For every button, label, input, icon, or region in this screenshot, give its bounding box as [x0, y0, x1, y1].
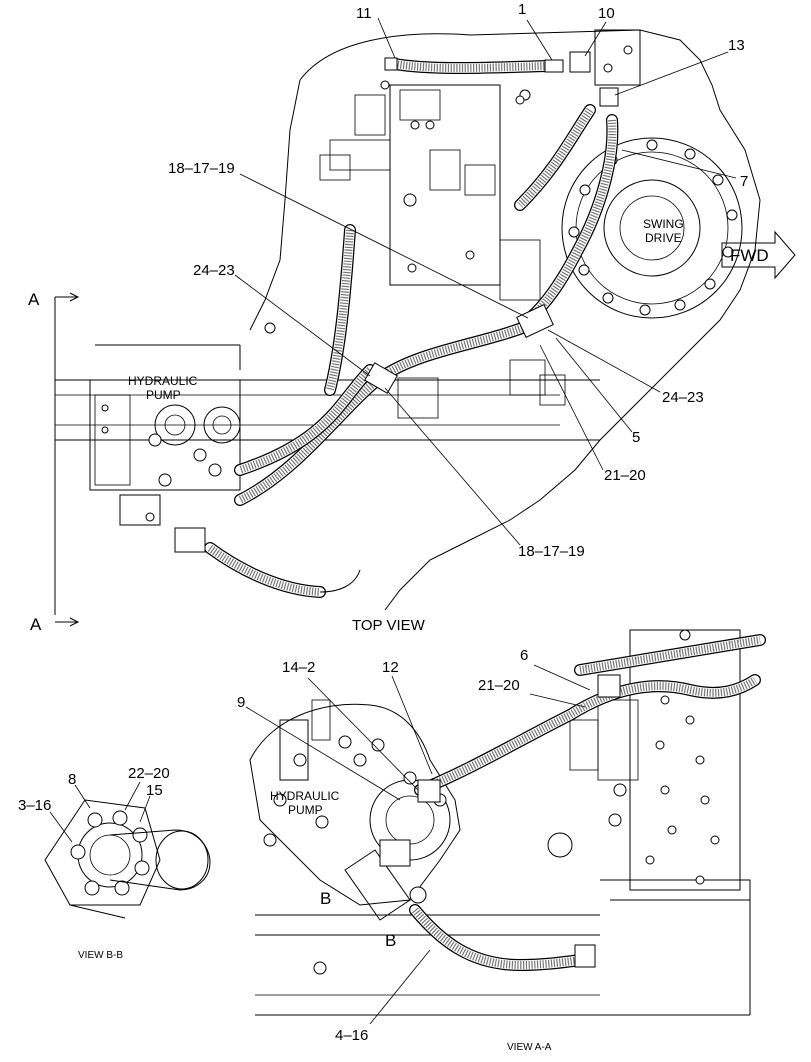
callout-8: 8 — [68, 771, 76, 788]
swing-drive — [561, 137, 743, 319]
view-aa-title: VIEW A-A — [507, 1042, 552, 1053]
callout-4-16: 4–16 — [335, 1027, 368, 1044]
section-a-bottom: A — [30, 615, 42, 634]
control-valve — [264, 80, 566, 419]
top-view-title: TOP VIEW — [352, 617, 426, 634]
view-bb: 8 22–20 15 3–16 VIEW B-B — [18, 765, 211, 961]
hydraulic-pump-label-line1: HYDRAULIC — [128, 374, 198, 388]
callout-18-17-19-lower: 18–17–19 — [518, 543, 585, 560]
section-a-marker: A A — [28, 290, 80, 634]
callout-21-20-top: 21–20 — [604, 467, 646, 484]
section-a-top: A — [28, 290, 40, 309]
fwd-arrow: FWD — [721, 230, 796, 280]
callout-1: 1 — [518, 1, 526, 18]
leaders-aa — [245, 664, 591, 1025]
top-view: FWD A A HYDRAULIC PUMP SWING DRIVE — [28, 1, 796, 634]
callout-18-17-19-upper: 18–17–19 — [168, 160, 235, 177]
fittings-top — [174, 29, 641, 553]
fwd-label: FWD — [730, 246, 769, 265]
view-aa: B B — [237, 629, 766, 1053]
callout-11: 11 — [356, 5, 372, 22]
hydraulic-pump-aa-line1: HYDRAULIC — [270, 789, 340, 803]
callout-9: 9 — [237, 694, 245, 711]
swing-drive-label-line1: SWING — [643, 217, 684, 231]
callout-5: 5 — [632, 429, 640, 446]
view-bb-title: VIEW B-B — [78, 950, 123, 961]
callout-12: 12 — [382, 659, 399, 676]
leaders-top — [234, 17, 737, 546]
hydraulic-pump-top — [89, 379, 241, 551]
callout-21-20-aa: 21–20 — [478, 677, 520, 694]
callout-24-23-left: 24–23 — [193, 262, 235, 279]
callout-13: 13 — [728, 37, 745, 54]
callout-3-16: 3–16 — [18, 797, 51, 814]
section-b-bottom: B — [385, 931, 396, 950]
section-b-top: B — [320, 889, 331, 908]
callout-15: 15 — [146, 782, 163, 799]
hydraulic-pump-aa-line2: PUMP — [288, 803, 323, 817]
callout-22-20: 22–20 — [128, 765, 170, 782]
swing-drive-label-line2: DRIVE — [645, 231, 682, 245]
callout-24-23-right: 24–23 — [662, 389, 704, 406]
callout-7: 7 — [740, 173, 748, 190]
callout-6: 6 — [520, 647, 528, 664]
hydraulic-pump-label-line2: PUMP — [146, 388, 181, 402]
callout-10: 10 — [598, 5, 615, 22]
callout-14-2: 14–2 — [282, 659, 315, 676]
